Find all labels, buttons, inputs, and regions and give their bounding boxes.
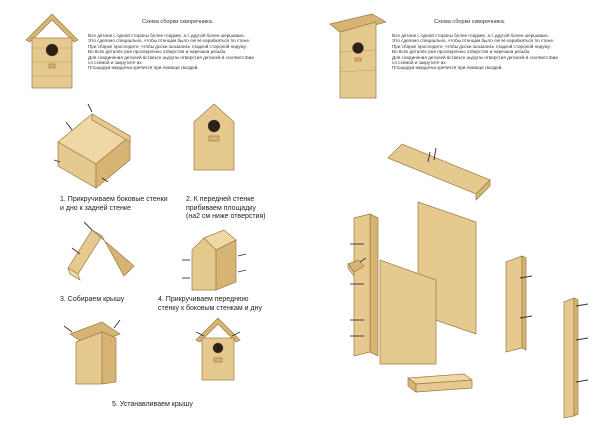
right-desc-line: Это сделано специально, чтобы птенцам бы… bbox=[392, 38, 555, 44]
side-wall-right-icon bbox=[505, 255, 533, 353]
right-title: Схема сборки скворечника. bbox=[434, 19, 506, 25]
left-desc-line: со схемой и закрутите их. bbox=[88, 60, 143, 66]
step2-caption: 2. К передней стенке прибиваем площадку … bbox=[186, 196, 266, 222]
left-panel: Схема сборки скворечника. Все детали с о… bbox=[25, 13, 266, 408]
left-description: Все детали с одной стороны более гладкие… bbox=[88, 33, 254, 71]
step4-caption: 4. Прикручиваем переднюю стенку к боковы… bbox=[158, 296, 262, 313]
left-desc-line: Все детали с одной стороны более гладкие… bbox=[88, 33, 246, 38]
right-desc-line: При сборке проследите, чтобы доски оказа… bbox=[392, 43, 551, 49]
right-desc-line: Во всех деталях уже просверлены отверсти… bbox=[392, 49, 531, 55]
step3-caption: 3. Собираем крышу bbox=[60, 296, 125, 303]
right-desc-line: Площадка-жердочка крепится при помощи гв… bbox=[392, 65, 503, 71]
right-desc-line: Для соединения деталей вставьте шурупы о… bbox=[392, 54, 558, 60]
step1-illustration-icon bbox=[53, 103, 131, 189]
step4-line: 4. Прикручиваем переднюю bbox=[158, 296, 249, 303]
birdhouse-side-photo-icon bbox=[329, 13, 387, 99]
step2-line: (на2 см ниже отверстия) bbox=[186, 213, 266, 220]
bottom-board-icon bbox=[407, 373, 473, 393]
front-wall-icon bbox=[379, 259, 437, 365]
left-desc-line: При сборке проследите, чтобы доски оказа… bbox=[88, 43, 247, 49]
step1-line: 1. Прикручиваем боковые стенки bbox=[60, 196, 168, 203]
left-desc-line: Площадка-жердочка крепится при помощи гв… bbox=[88, 65, 199, 71]
step2-line: 2. К передней стенке bbox=[186, 196, 255, 203]
step5b-illustration-icon bbox=[195, 317, 241, 381]
step5-caption: 5. Устанавливаем крышу bbox=[112, 401, 193, 408]
right-desc-line: Все детали с одной стороны более гладкие… bbox=[392, 33, 550, 38]
step3-illustration-icon bbox=[67, 221, 135, 281]
left-desc-line: Во всех деталях уже просверлены отверсти… bbox=[88, 49, 227, 55]
side-wall-left-icon bbox=[350, 213, 379, 357]
left-desc-line: Это сделано специально, чтобы птенцам бы… bbox=[88, 38, 251, 44]
step4-illustration-icon bbox=[182, 229, 247, 291]
step5-illustration-icon bbox=[63, 319, 121, 385]
step4-line: стенку к боковым стенкам и дну bbox=[158, 304, 262, 312]
right-panel: Схема сборки скворечника. Все детали с о… bbox=[300, 0, 600, 425]
step2-line: прибиваем площадку bbox=[186, 204, 256, 212]
right-description: Все детали с одной стороны более гладкие… bbox=[392, 33, 558, 71]
right-desc-line: со схемой и закрутите их. bbox=[392, 60, 447, 66]
left-desc-line: Для соединения деталей вставьте шурупы о… bbox=[88, 54, 254, 60]
left-title: Схема сборки скворечника. bbox=[142, 19, 214, 25]
step1-line: и дно к задней стенке bbox=[60, 204, 131, 212]
perch-icon bbox=[347, 257, 367, 278]
rear-strip-icon bbox=[563, 297, 589, 419]
step2-illustration-icon bbox=[193, 103, 235, 171]
birdhouse-photo-icon bbox=[25, 13, 79, 89]
step1-caption: 1. Прикручиваем боковые стенки и дно к з… bbox=[60, 196, 168, 213]
roof-board-icon bbox=[387, 143, 491, 201]
